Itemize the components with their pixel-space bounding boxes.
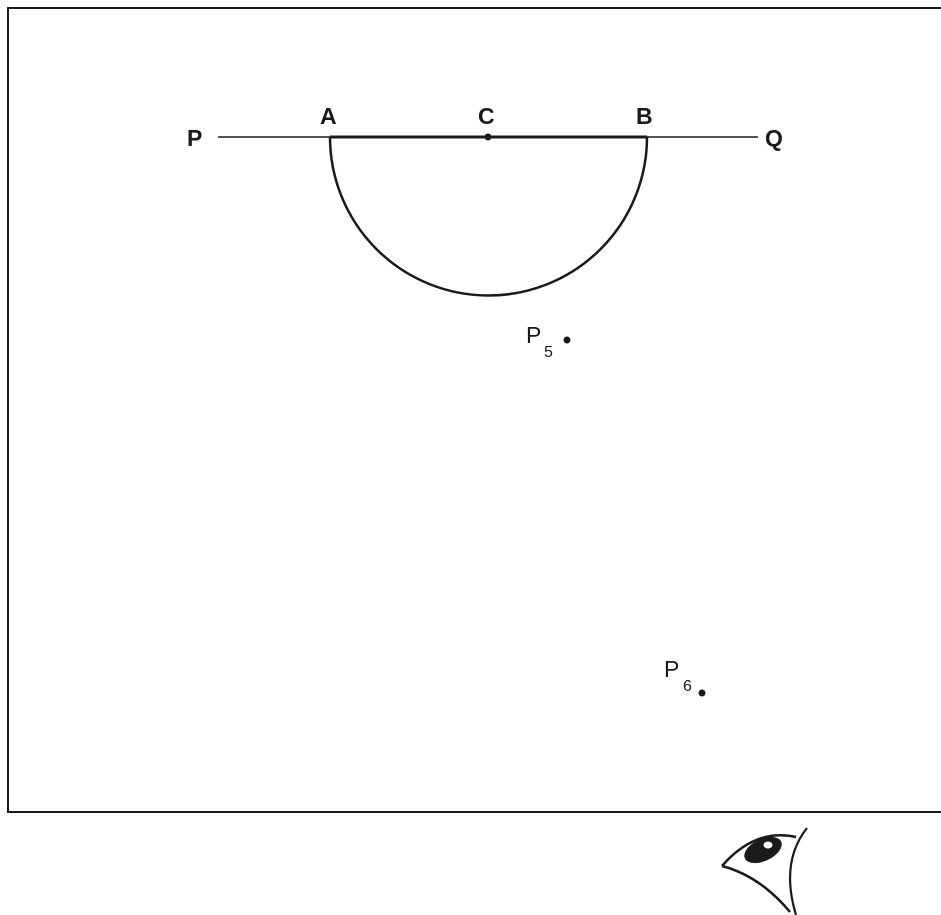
label-a: A xyxy=(320,103,337,129)
label-p5-subscript: 5 xyxy=(544,344,553,361)
semicircle xyxy=(328,136,649,297)
label-p6-subscript: 6 xyxy=(683,678,692,695)
label-p5: P xyxy=(526,322,541,348)
point-p6 xyxy=(698,689,706,697)
label-p6: P xyxy=(664,656,679,682)
diagram-frame xyxy=(7,7,941,813)
label-c: C xyxy=(478,103,495,129)
label-q: Q xyxy=(765,125,783,151)
label-p: P xyxy=(187,125,202,151)
point-c xyxy=(484,133,492,141)
eye-icon xyxy=(721,827,808,915)
point-p5 xyxy=(563,336,571,344)
label-b: B xyxy=(636,103,653,129)
